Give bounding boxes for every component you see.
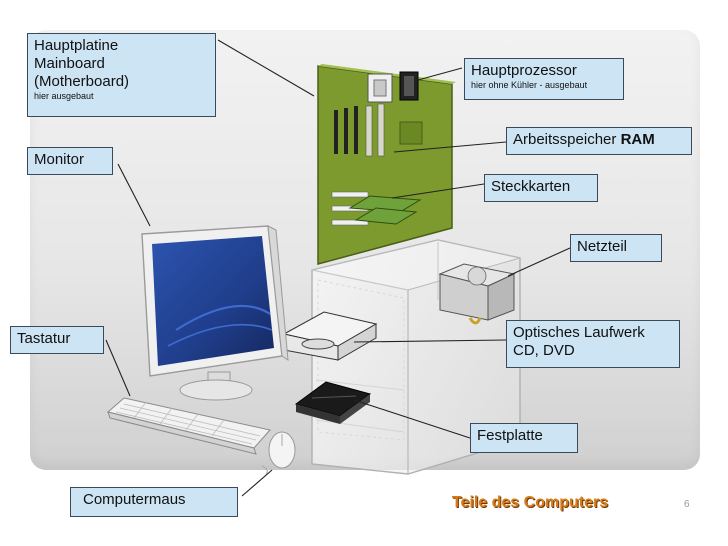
monitor-graphic bbox=[141, 225, 289, 401]
laufwerk-line-1: Optisches Laufwerk bbox=[513, 324, 645, 341]
leader-lines bbox=[105, 39, 571, 497]
hard-disk-graphic bbox=[294, 381, 372, 424]
mainboard-note: hier ausgebaut bbox=[34, 91, 94, 101]
label-mainboard: Hauptplatine Mainboard (Motherboard) hie… bbox=[27, 33, 216, 117]
cpu-chip-graphic bbox=[399, 71, 419, 101]
label-ram: Arbeitsspeicher RAM bbox=[506, 127, 692, 155]
expansion-cards-graphic bbox=[348, 195, 422, 225]
mainboard-line-1: Hauptplatine bbox=[34, 37, 119, 54]
laufwerk-line-2: CD, DVD bbox=[513, 342, 575, 359]
mouse-graphic bbox=[261, 431, 296, 475]
optical-drive-graphic bbox=[282, 311, 378, 361]
slide-title: Teile des Computers bbox=[451, 494, 609, 511]
label-monitor: Monitor bbox=[27, 147, 113, 175]
keyboard-graphic bbox=[106, 397, 271, 455]
label-computermaus: Computermaus bbox=[70, 487, 238, 517]
label-hauptprozessor: Hauptprozessor hier ohne Kühler - ausgeb… bbox=[464, 58, 624, 100]
hauptprozessor-note: hier ohne Kühler - ausgebaut bbox=[471, 80, 588, 90]
label-laufwerk: Optisches Laufwerk CD, DVD bbox=[506, 320, 680, 368]
power-supply-graphic bbox=[438, 263, 516, 325]
hauptprozessor-title: Hauptprozessor bbox=[471, 62, 577, 79]
ram-text: Arbeitsspeicher bbox=[513, 131, 621, 148]
label-tastatur: Tastatur bbox=[10, 326, 104, 354]
ram-bold: RAM bbox=[620, 131, 655, 148]
label-steckkarten: Steckkarten bbox=[484, 174, 598, 202]
mainboard-line-2: Mainboard bbox=[34, 55, 105, 72]
motherboard-graphic bbox=[317, 64, 456, 265]
page-number: 6 bbox=[684, 499, 690, 510]
label-festplatte: Festplatte bbox=[470, 423, 578, 453]
mainboard-line-3: (Motherboard) bbox=[34, 73, 130, 90]
label-netzteil: Netzteil bbox=[570, 234, 662, 262]
